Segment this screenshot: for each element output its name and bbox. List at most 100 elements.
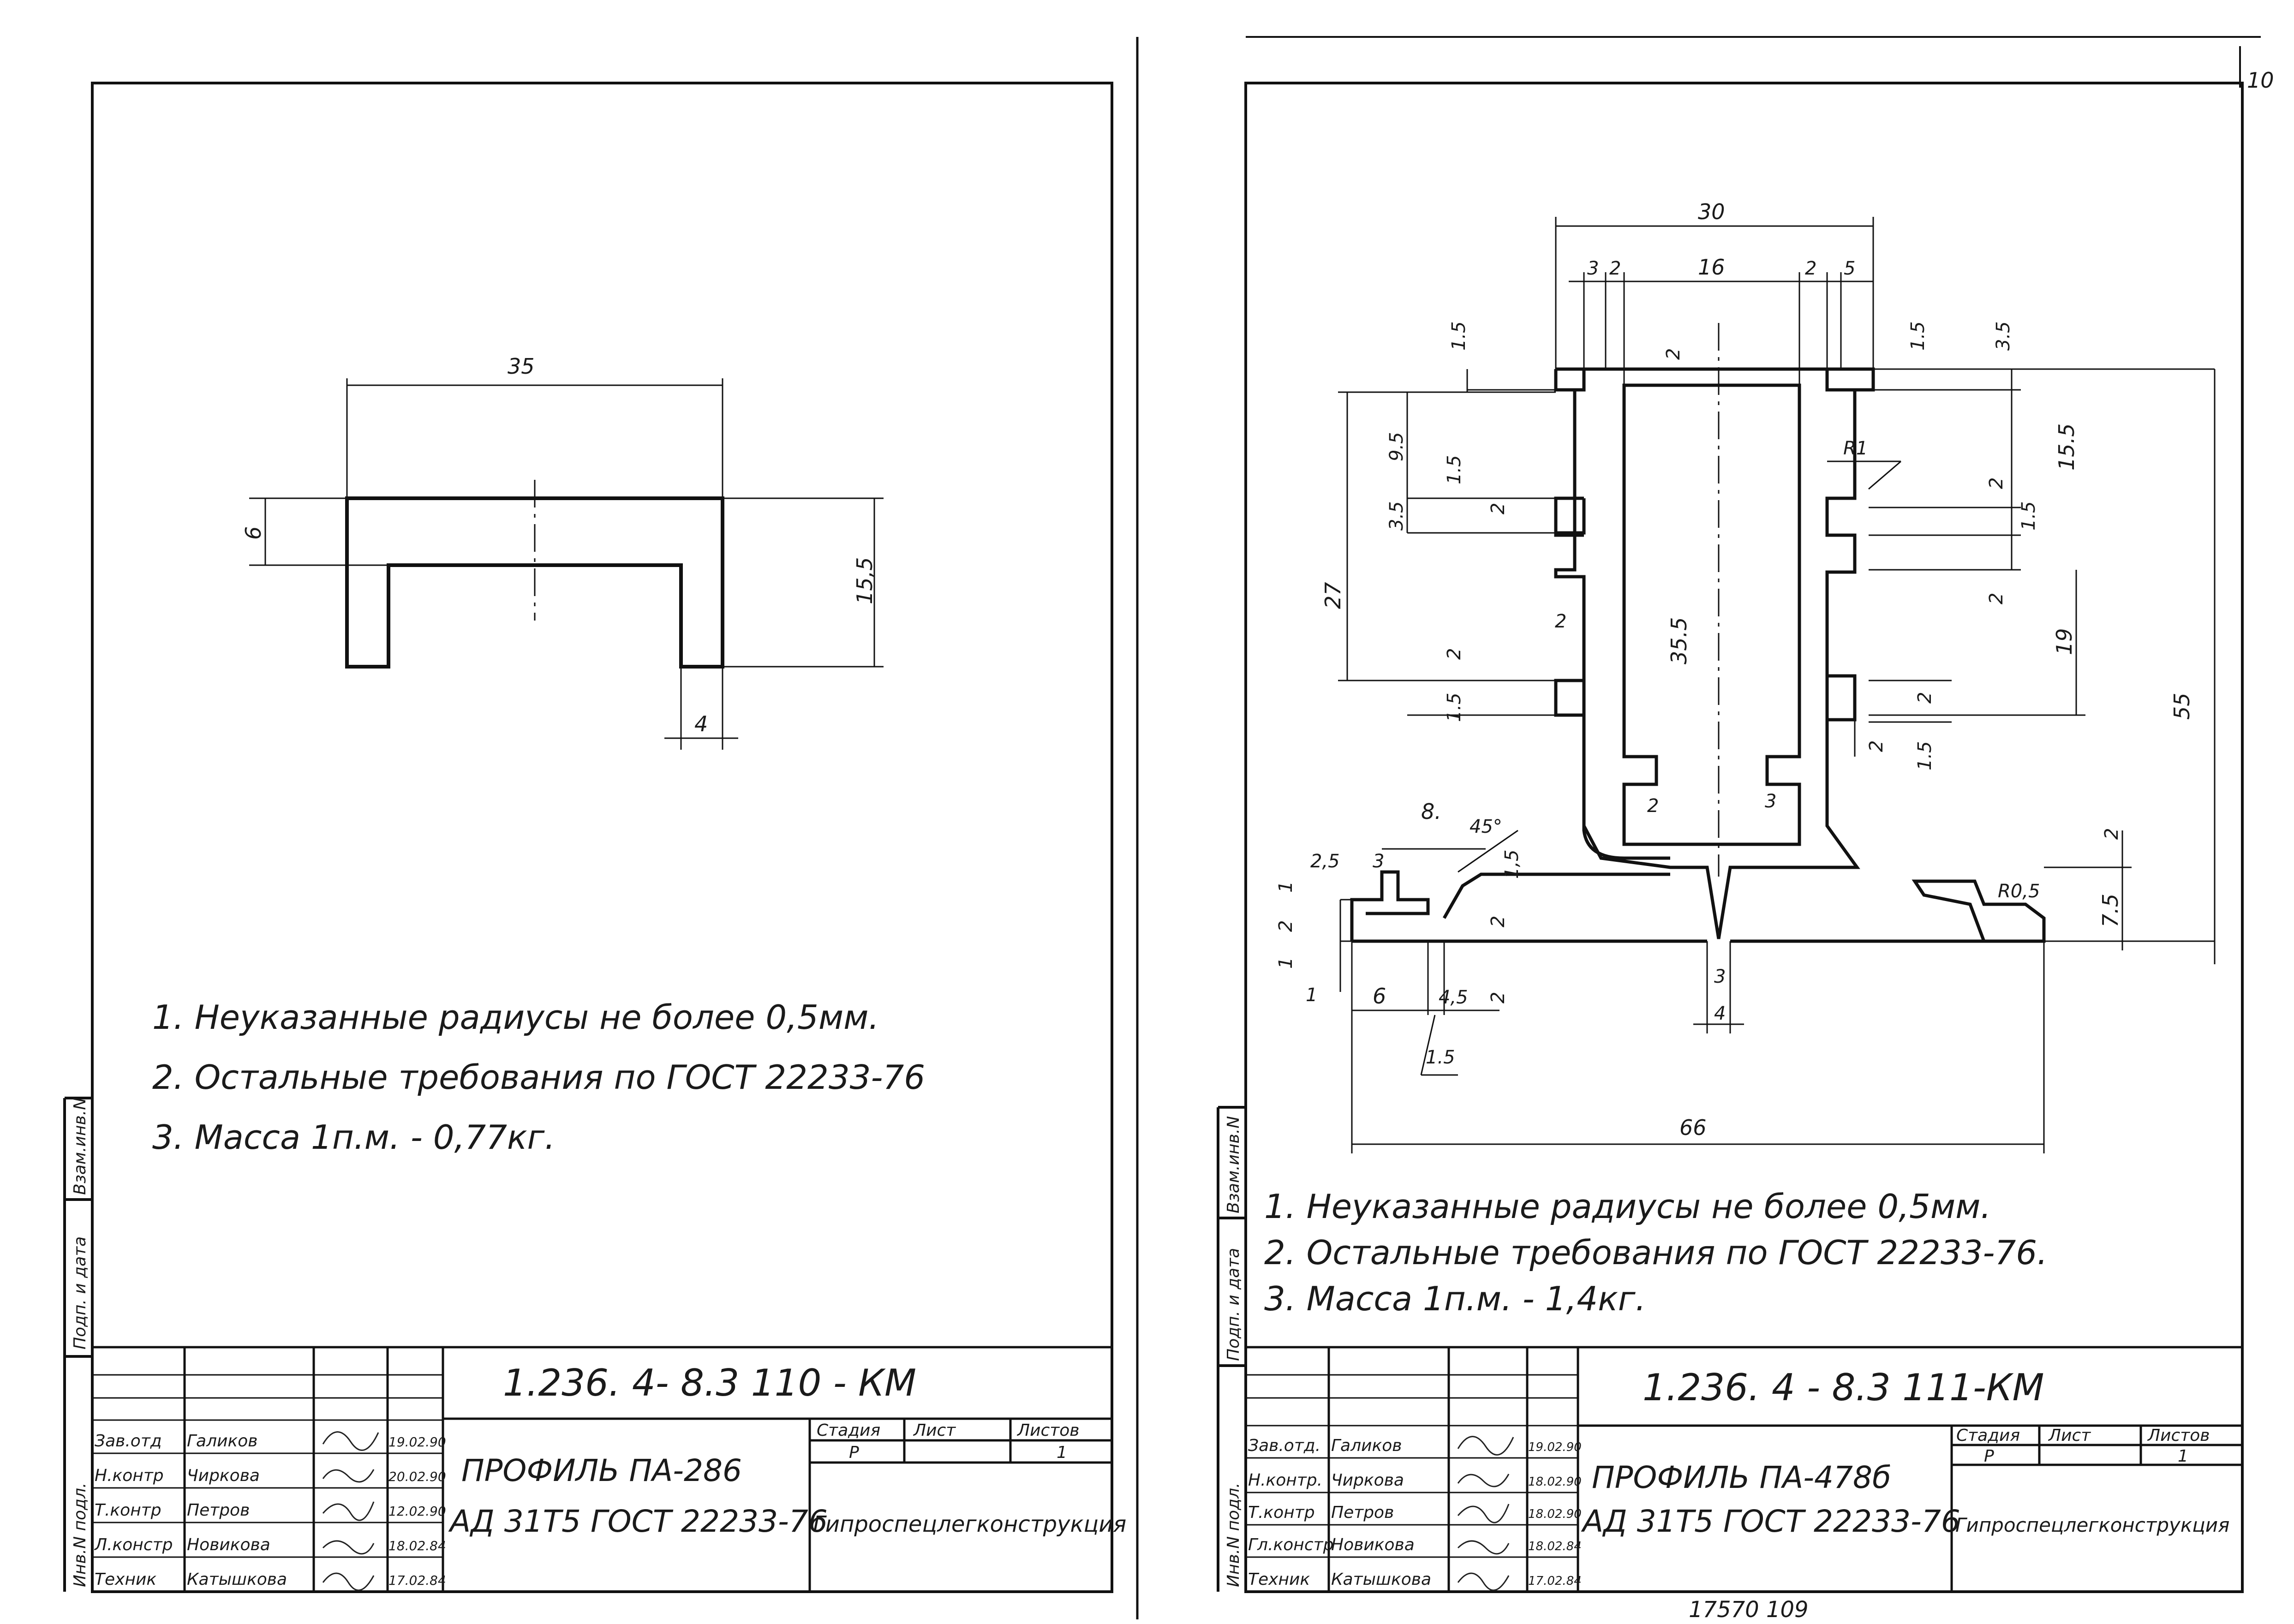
left-date: 18.02.84: [388, 1538, 446, 1553]
right-date: 18.02.84: [1528, 1540, 1582, 1553]
left-date: 17.02.84: [388, 1573, 446, 1588]
dim-4: 4: [1714, 1003, 1726, 1024]
right-profile-cavity: [1622, 383, 1801, 846]
right-side-labels: Инв.N подл. Подп. и дата Взам.инв.N: [1224, 1116, 1243, 1587]
dim-2m: 2: [1488, 916, 1509, 927]
dim-2e: 2: [1986, 478, 2007, 489]
dim-2k: 2: [1647, 795, 1659, 817]
dim-8: 8.: [1421, 799, 1441, 824]
side-label-sign: Подп. и дата: [71, 1236, 90, 1349]
left-role: Л.констр: [94, 1535, 173, 1554]
left-signatures: [322, 1431, 379, 1591]
right-sheets-header: Листов: [2147, 1426, 2210, 1445]
dim-2b: 2: [1805, 258, 1816, 279]
left-date: 19.02.90: [388, 1434, 446, 1450]
left-date: 20.02.90: [388, 1469, 446, 1484]
right-title-block: 1.236. 4 - 8.3 111-КМ ПРОФИЛЬ ПА-478б АД…: [1246, 1346, 2242, 1592]
left-name: Новикова: [187, 1535, 270, 1554]
dim-45deg: 45°: [1470, 816, 1502, 837]
dim-1b: 1: [1275, 957, 1296, 969]
dim-r0.5: R0,5: [1998, 881, 2040, 902]
right-role: Гл.констр: [1248, 1535, 1333, 1554]
side-label-replace: Взам.инв.N: [71, 1098, 90, 1195]
right-doc-title: ПРОФИЛЬ ПА-478б: [1592, 1460, 1891, 1495]
side-label-inv: Инв.N подл.: [1224, 1483, 1243, 1587]
dim-15.5: 15.5: [2054, 424, 2079, 471]
dim-6: 6: [1373, 984, 1386, 1009]
dim-3.5b: 3.5: [1386, 501, 1407, 531]
left-role: Н.контр: [95, 1466, 164, 1485]
right-name: Чиркова: [1331, 1471, 1404, 1490]
left-name: Катышкова: [187, 1570, 287, 1589]
dim-1c: 1: [1306, 985, 1317, 1006]
dim-2a: 2: [1609, 258, 1621, 279]
right-date: 17.02.84: [1528, 1574, 1582, 1588]
dim-1.5b: 1.5: [1907, 321, 1929, 351]
left-sheets-header: Листов: [1016, 1421, 1079, 1440]
dim-27: 27: [1320, 582, 1345, 609]
left-date: 12.02.90: [388, 1504, 446, 1519]
dim-1.5h: 1.5: [1426, 1047, 1455, 1068]
right-notes: 1. Неуказанные радиусы не более 0,5мм. 2…: [1264, 1187, 2048, 1318]
dim-1.5e: 1.5: [1444, 693, 1465, 722]
right-role: Зав.отд.: [1248, 1436, 1320, 1455]
right-name: Галиков: [1331, 1436, 1402, 1455]
right-sheet-header: Лист: [2048, 1426, 2091, 1445]
side-label-sign: Подп. и дата: [1224, 1248, 1243, 1361]
dim-2i: 2: [1914, 692, 1936, 704]
dim-19: 19: [2052, 628, 2077, 655]
right-signatures: [1457, 1436, 1514, 1591]
left-name: Галиков: [187, 1432, 258, 1451]
note-1: 1. Неуказанные радиусы не более 0,5мм.: [152, 998, 879, 1037]
left-profile-outline: [345, 496, 724, 669]
right-stage: Р: [1984, 1447, 1994, 1466]
dim-top: 6: [241, 526, 266, 540]
dim-55: 55: [2169, 693, 2194, 720]
right-name: Катышкова: [1331, 1570, 1431, 1589]
side-label-replace: Взам.инв.N: [1224, 1116, 1243, 1213]
dim-2l: 2: [1275, 920, 1296, 932]
left-stage-header: Стадия: [817, 1421, 880, 1440]
left-role: Зав.отд: [95, 1432, 162, 1451]
dim-2d: 2: [1488, 503, 1509, 514]
right-doc-material: АД 31Т5 ГОСТ 22233-76: [1581, 1504, 1960, 1539]
left-name: Петров: [187, 1501, 250, 1520]
dim-1.5g: 1,5: [1501, 849, 1523, 879]
dim-3.5a: 3.5: [1993, 321, 2014, 351]
right-dimension-lines: [1338, 217, 2216, 1153]
dim-30: 30: [1698, 199, 1725, 224]
dim-2.5: 2,5: [1310, 851, 1340, 872]
dim-1.5a: 1.5: [1448, 321, 1470, 351]
dim-3d: 3: [1714, 966, 1726, 987]
dim-1.5d: 1.5: [2018, 501, 2039, 531]
dim-2h: 2: [1444, 648, 1465, 660]
dim-35.5: 35.5: [1667, 617, 1691, 664]
left-role: Т.контр: [95, 1501, 161, 1520]
left-side-labels: Инв.N подл. Подп. и дата Взам.инв.N: [71, 1098, 90, 1587]
right-role: Н.контр.: [1248, 1471, 1322, 1490]
right-role: Т.контр: [1248, 1503, 1315, 1522]
right-name: Петров: [1331, 1503, 1394, 1522]
dim-3b: 3: [1765, 791, 1776, 812]
dim-7.5: 7.5: [2098, 894, 2123, 927]
right-frame: [1244, 82, 2244, 1593]
dim-3a: 3: [1587, 258, 1599, 279]
dim-width: 35: [508, 354, 535, 379]
dim-wall: 4: [694, 711, 708, 736]
dim-2c: 2: [1663, 348, 1684, 360]
right-name: Новикова: [1331, 1535, 1415, 1554]
right-sheets: 1: [2178, 1447, 2188, 1466]
left-stage: Р: [849, 1443, 859, 1462]
note-2: 2. Остальные требования по ГОСТ 22233-76…: [1264, 1233, 2048, 1272]
dim-4.5: 4,5: [1439, 987, 1468, 1008]
dim-1a: 1: [1275, 881, 1296, 893]
left-title-block: 1.236. 4- 8.3 110 - КМ ПРОФИЛЬ ПА-286 АД…: [92, 1346, 1126, 1592]
dim-1.5c: 1.5: [1444, 455, 1465, 484]
left-profile-drawing: 35 6 15,5 4: [241, 354, 884, 750]
left-sheet-header: Лист: [913, 1421, 956, 1440]
dim-3c: 3: [1373, 851, 1384, 872]
left-frame: [91, 82, 1113, 1593]
left-sheets: 1: [1057, 1443, 1067, 1462]
dim-2g: 2: [1555, 611, 1566, 632]
right-role: Техник: [1248, 1570, 1310, 1589]
